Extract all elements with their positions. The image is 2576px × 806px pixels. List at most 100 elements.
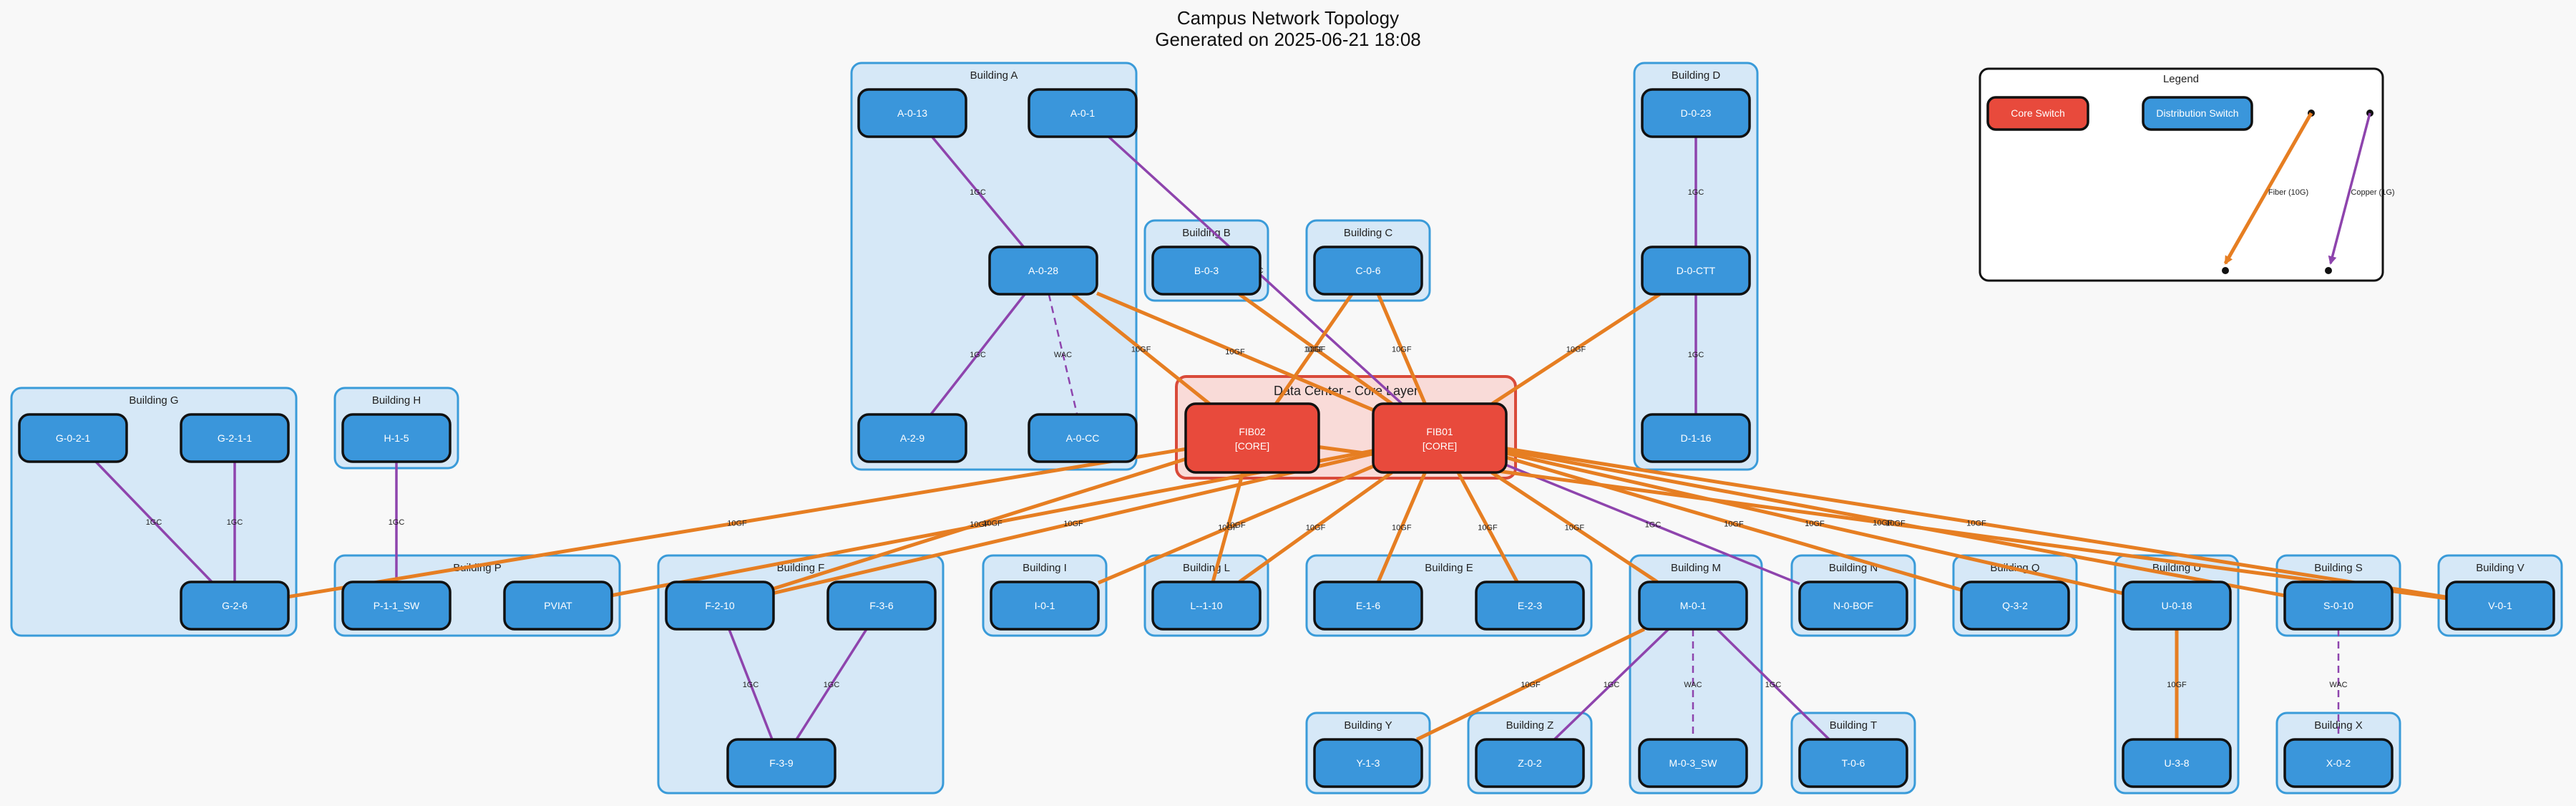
- edge-d-0-ctt-to-fib01: [1491, 292, 1661, 406]
- node-d-0-23[interactable]: D-0-23: [1641, 88, 1751, 138]
- node-a-0-28[interactable]: A-0-28: [988, 246, 1098, 296]
- distribution-switch-box[interactable]: [2445, 581, 2555, 631]
- distribution-switch-box[interactable]: [180, 413, 290, 463]
- core-switch-box[interactable]: [1184, 402, 1320, 474]
- distribution-switch-box[interactable]: [1641, 413, 1751, 463]
- edge-a-0-13-to-a-0-28: [931, 135, 1025, 248]
- distribution-switch-box[interactable]: [2283, 738, 2394, 788]
- core-switch-box[interactable]: [1372, 402, 1508, 474]
- distribution-switch-box[interactable]: [1638, 581, 1748, 631]
- distribution-switch-box[interactable]: [1475, 581, 1585, 631]
- node-v-0-1[interactable]: V-0-1: [2445, 581, 2555, 631]
- distribution-switch-box[interactable]: [1313, 738, 1423, 788]
- node-sublabel: [CORE]: [1423, 440, 1457, 452]
- distribution-switch-box[interactable]: [1641, 88, 1751, 138]
- node-t-0-6[interactable]: T-0-6: [1798, 738, 1908, 788]
- distribution-switch-box[interactable]: [826, 581, 937, 631]
- distribution-switch-box[interactable]: [1475, 738, 1585, 788]
- node-x-0-2[interactable]: X-0-2: [2283, 738, 2394, 788]
- node-f-3-6[interactable]: F-3-6: [826, 581, 937, 631]
- node-s-0-10[interactable]: S-0-10: [2283, 581, 2394, 631]
- legend-copper-end-dot: [2325, 267, 2332, 274]
- distribution-switch-box[interactable]: [726, 738, 836, 788]
- distribution-switch-box[interactable]: [1638, 738, 1748, 788]
- node-f-2-10[interactable]: F-2-10: [665, 581, 775, 631]
- distribution-switch-box[interactable]: [1641, 246, 1751, 296]
- node-label: D-0-23: [1681, 107, 1712, 119]
- node-m-0-1[interactable]: M-0-1: [1638, 581, 1748, 631]
- node-label: I-0-1: [1035, 600, 1055, 611]
- edge-label: 10GF: [970, 520, 990, 529]
- edge-label: 10GF: [1885, 520, 1906, 528]
- cluster-label: Building E: [1425, 562, 1473, 574]
- node-u-3-8[interactable]: U-3-8: [2122, 738, 2232, 788]
- node-a-0-cc[interactable]: A-0-CC: [1028, 413, 1138, 463]
- node-z-0-2[interactable]: Z-0-2: [1475, 738, 1585, 788]
- edge-label: 10GF: [1304, 346, 1324, 354]
- node-e-2-3[interactable]: E-2-3: [1475, 581, 1585, 631]
- distribution-switch-box[interactable]: [1798, 581, 1908, 631]
- node-p-1-1-sw[interactable]: P-1-1_SW: [341, 581, 452, 631]
- distribution-switch-box[interactable]: [1313, 581, 1423, 631]
- node-i-0-1[interactable]: I-0-1: [990, 581, 1100, 631]
- edge-label: 1GC: [146, 518, 162, 527]
- distribution-switch-box[interactable]: [341, 413, 452, 463]
- node-u-0-18[interactable]: U-0-18: [2122, 581, 2232, 631]
- edge-fib02-to-l-1-10: [1211, 472, 1245, 583]
- distribution-switch-box[interactable]: [857, 88, 967, 138]
- node-pviat[interactable]: PVIAT: [503, 581, 613, 631]
- node-e-1-6[interactable]: E-1-6: [1313, 581, 1423, 631]
- node-a-0-13[interactable]: A-0-13: [857, 88, 967, 138]
- distribution-switch-box[interactable]: [1028, 88, 1138, 138]
- node-y-1-3[interactable]: Y-1-3: [1313, 738, 1423, 788]
- distribution-switch-box[interactable]: [1798, 738, 1908, 788]
- node-m-0-3-sw[interactable]: M-0-3_SW: [1638, 738, 1748, 788]
- distribution-switch-box[interactable]: [1151, 581, 1262, 631]
- node-d-0-ctt[interactable]: D-0-CTT: [1641, 246, 1751, 296]
- distribution-switch-box[interactable]: [1313, 246, 1423, 296]
- legend-copper-line: [2328, 112, 2371, 265]
- distribution-switch-box[interactable]: [503, 581, 613, 631]
- node-n-0-bof[interactable]: N-0-BOF: [1798, 581, 1908, 631]
- node-q-3-2[interactable]: Q-3-2: [1960, 581, 2070, 631]
- node-h-1-5[interactable]: H-1-5: [341, 413, 452, 463]
- distribution-switch-box[interactable]: [2283, 581, 2394, 631]
- node-label: FIB02: [1239, 426, 1266, 437]
- cluster-label: Building B: [1182, 227, 1231, 239]
- node-label: Q-3-2: [2002, 600, 2028, 611]
- node-f-3-9[interactable]: F-3-9: [726, 738, 836, 788]
- distribution-switch-box[interactable]: [1960, 581, 2070, 631]
- cluster-label: Building F: [777, 562, 825, 574]
- cluster-label: Building Z: [1506, 719, 1554, 732]
- distribution-switch-box[interactable]: [2122, 738, 2232, 788]
- node-g-2-6[interactable]: G-2-6: [180, 581, 290, 631]
- node-fib02[interactable]: FIB02[CORE]: [1184, 402, 1320, 474]
- edge-fib01-to-v-0-1: [1506, 447, 2447, 599]
- distribution-switch-box[interactable]: [1028, 413, 1138, 463]
- node-g-0-2-1[interactable]: G-0-2-1: [18, 413, 128, 463]
- distribution-switch-box[interactable]: [180, 581, 290, 631]
- distribution-switch-box[interactable]: [2122, 581, 2232, 631]
- edge-a-0-28-to-fib01: [1096, 291, 1374, 412]
- edge-label: 1GC: [824, 681, 840, 689]
- node-c-0-6[interactable]: C-0-6: [1313, 246, 1423, 296]
- node-b-0-3[interactable]: B-0-3: [1151, 246, 1262, 296]
- node-g-2-1-1[interactable]: G-2-1-1: [180, 413, 290, 463]
- distribution-switch-box[interactable]: [1151, 246, 1262, 296]
- distribution-switch-box[interactable]: [18, 413, 128, 463]
- node-a-2-9[interactable]: A-2-9: [857, 413, 967, 463]
- node-d-1-16[interactable]: D-1-16: [1641, 413, 1751, 463]
- edge-fib01-to-i-0-1: [1098, 465, 1374, 585]
- node-l-1-10[interactable]: L--1-10: [1151, 581, 1262, 631]
- distribution-switch-box[interactable]: [857, 413, 967, 463]
- distribution-switch-box[interactable]: [665, 581, 775, 631]
- node-a-0-1[interactable]: A-0-1: [1028, 88, 1138, 138]
- distribution-switch-box[interactable]: [341, 581, 452, 631]
- node-label: U-0-18: [2162, 600, 2192, 611]
- node-label: E-1-6: [1356, 600, 1380, 611]
- edge-m-0-1-to-z-0-2: [1553, 628, 1670, 741]
- node-fib01[interactable]: FIB01[CORE]: [1372, 402, 1508, 474]
- distribution-switch-box[interactable]: [988, 246, 1098, 296]
- distribution-switch-box[interactable]: [990, 581, 1100, 631]
